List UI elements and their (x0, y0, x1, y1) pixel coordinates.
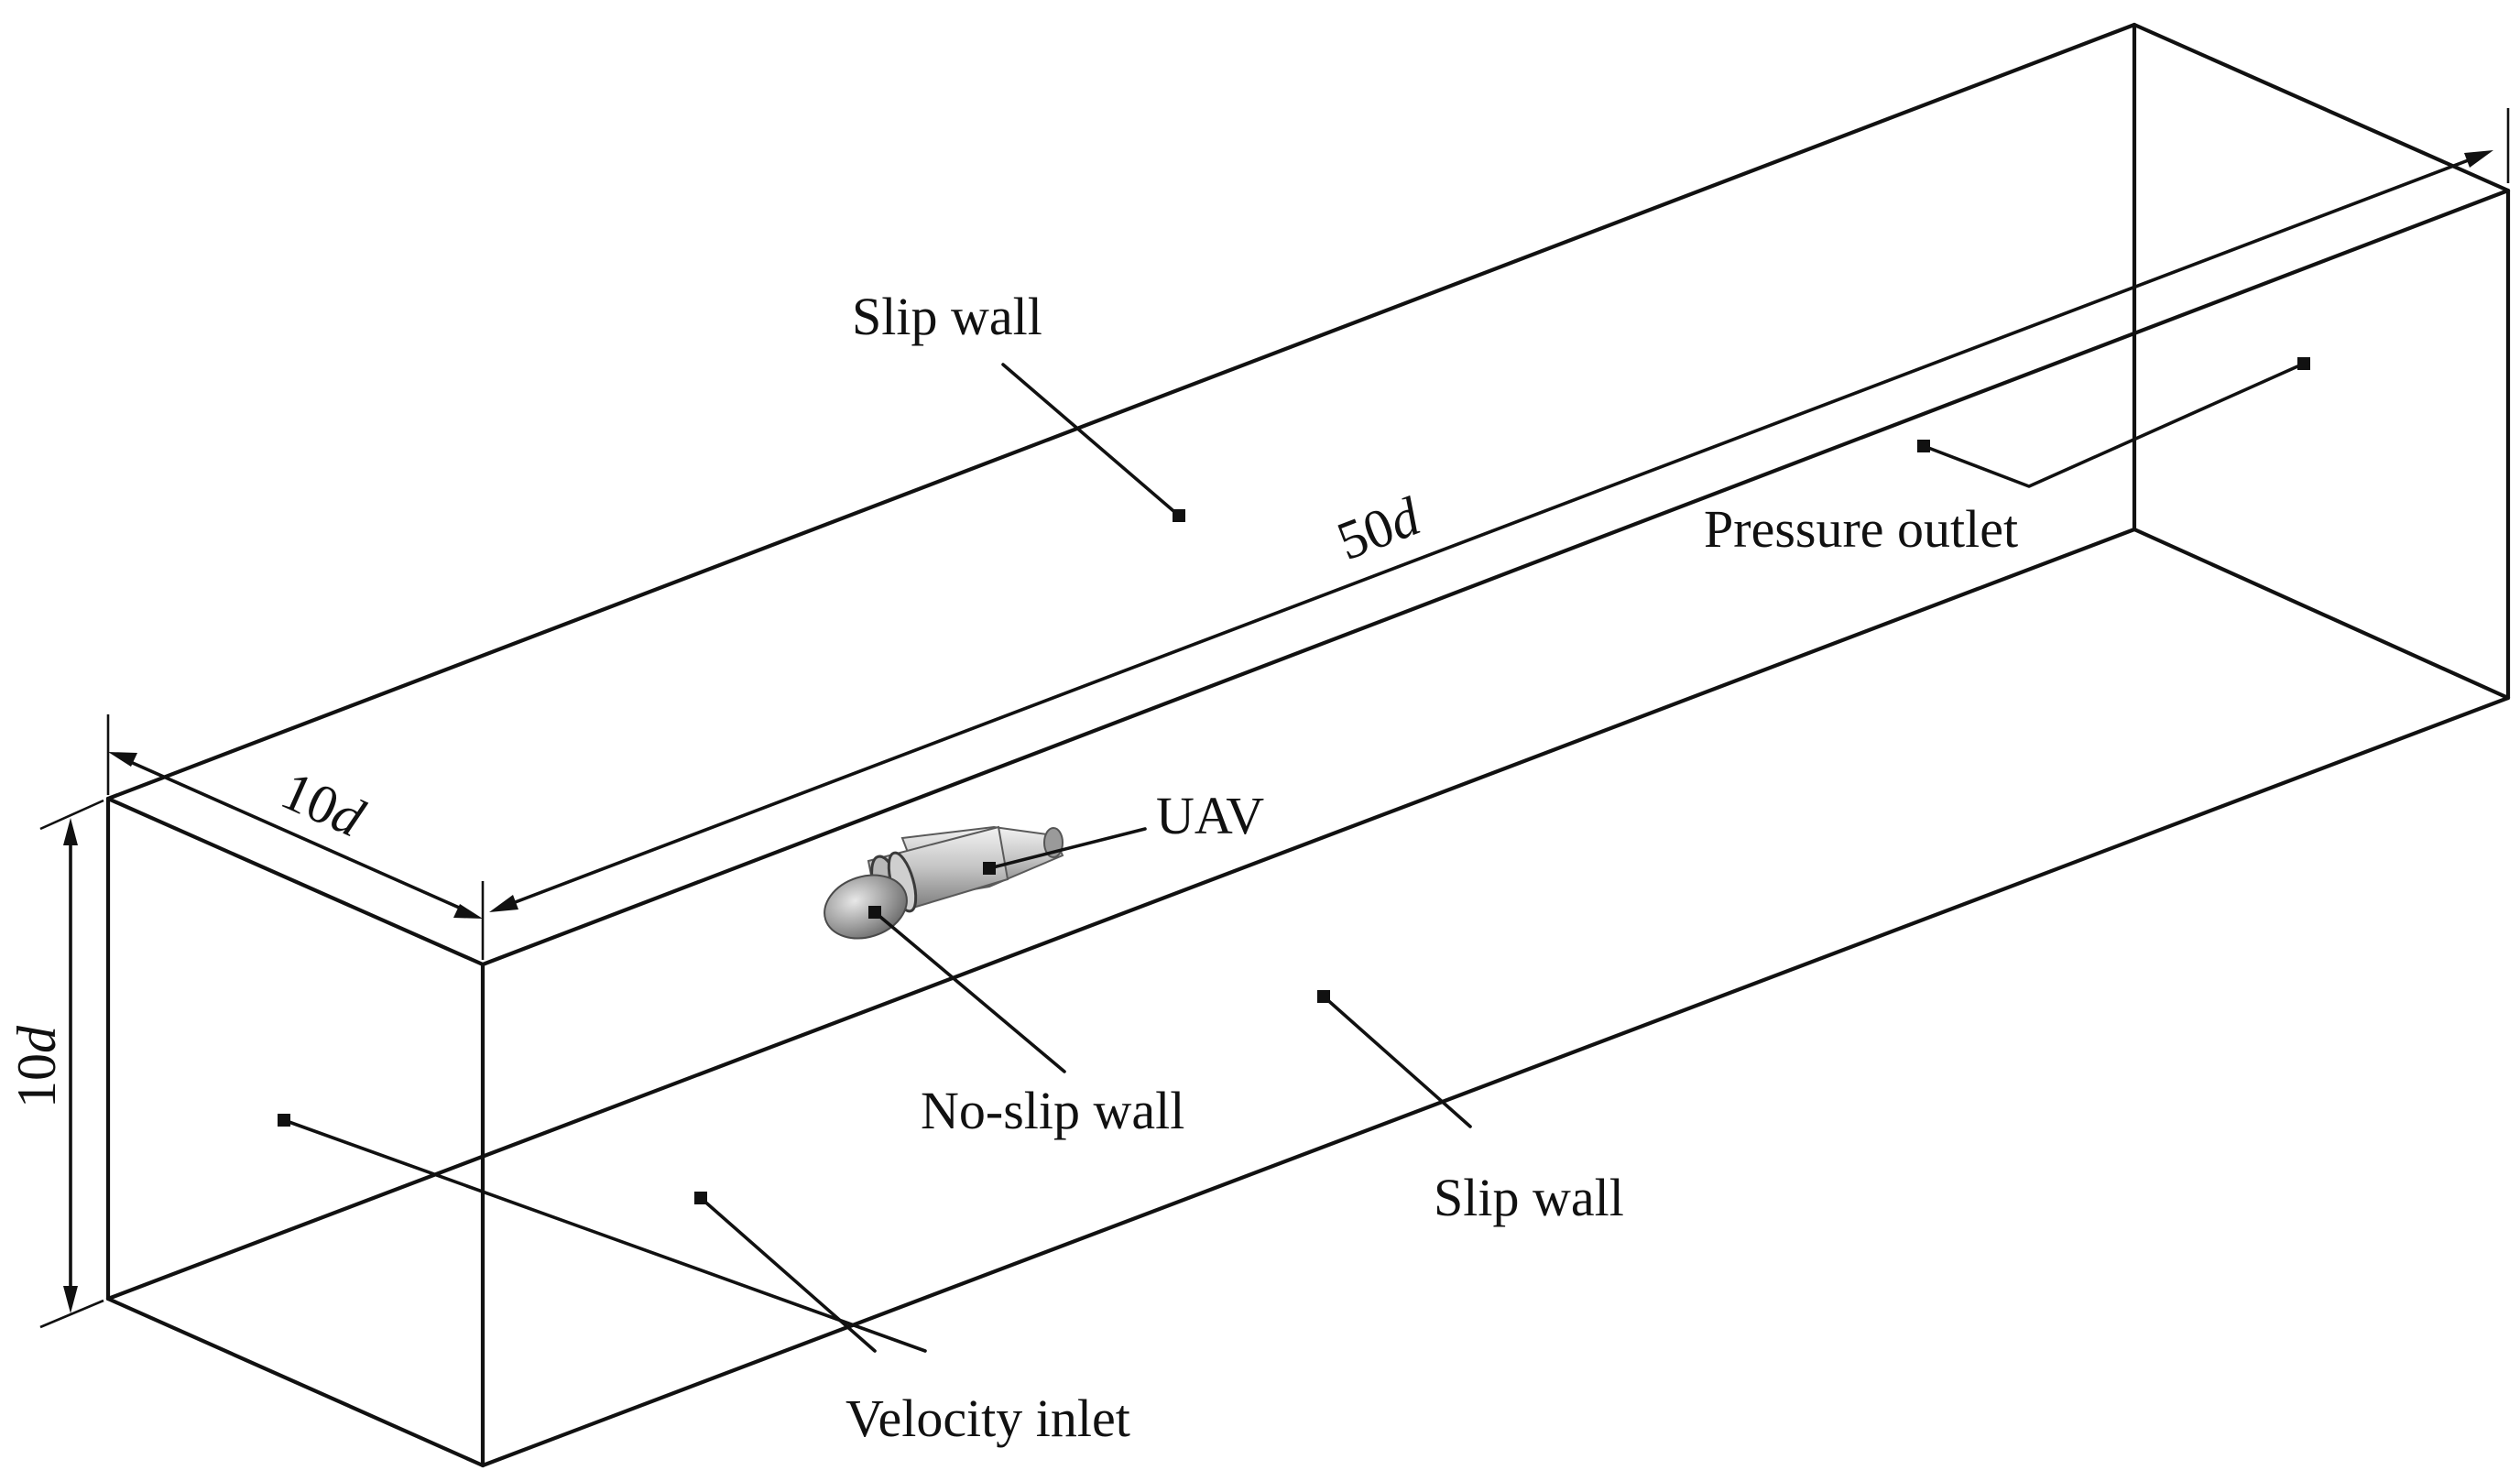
no-slip-wall-marker (868, 906, 881, 919)
length-dimension-label: 50d (1329, 485, 1429, 572)
velocity-inlet-leader-2 (699, 1196, 877, 1353)
pressure-outlet-label: Pressure outlet (1704, 499, 2018, 559)
slip-wall-side-label: Slip wall (1434, 1168, 1624, 1227)
width-dimension: 10d (106, 714, 485, 960)
width-dimension-label: 10d (273, 760, 374, 849)
height-extension-bottom (39, 1299, 104, 1329)
slip-wall-top-label: Slip wall (852, 287, 1042, 346)
uav-model (824, 825, 1064, 940)
no-slip-wall-leader (873, 910, 1066, 1073)
velocity-inlet-marker-2 (694, 1192, 707, 1204)
length-dimension: 50d (489, 108, 2510, 912)
velocity-inlet-leader-1 (282, 1118, 927, 1353)
top-front-edge (480, 188, 2511, 967)
pressure-outlet-leader (1922, 362, 2306, 488)
length-dimension-line (504, 155, 2480, 908)
width-arrow-right-icon (453, 904, 483, 919)
slip-wall-top-leader (1001, 363, 1181, 517)
uav-marker (983, 862, 996, 875)
height-extension-top (39, 799, 104, 831)
width-arrow-left-icon (108, 752, 137, 767)
height-dimension: 10d (6, 799, 104, 1329)
leaders (278, 357, 2310, 1353)
length-arrow-left-icon (489, 895, 518, 912)
pressure-outlet-marker-1 (1917, 440, 1930, 452)
domain-box (105, 22, 2511, 1468)
top-back-edge (105, 22, 2137, 801)
labels: Slip wall Pressure outlet UAV No-slip wa… (845, 287, 2018, 1448)
slip-wall-side-marker (1317, 990, 1330, 1003)
height-arrow-top-icon (63, 818, 78, 845)
height-arrow-bottom-icon (63, 1286, 78, 1313)
no-slip-wall-label: No-slip wall (921, 1081, 1184, 1140)
height-unit: d (6, 1025, 67, 1053)
width-dimension-line (125, 758, 467, 912)
pressure-outlet-marker-2 (2297, 357, 2310, 370)
outlet-face-edge-bottom (2132, 527, 2511, 701)
slip-wall-side-leader (1322, 995, 1472, 1128)
height-value: 10 (6, 1053, 67, 1108)
uav-label: UAV (1156, 786, 1264, 845)
velocity-inlet-label: Velocity inlet (845, 1388, 1130, 1448)
bottom-back-edge (105, 527, 2137, 1301)
height-dimension-label: 10d (6, 1025, 67, 1108)
slip-wall-top-marker (1173, 509, 1185, 522)
length-arrow-right-icon (2464, 150, 2493, 168)
outlet-face-edge-top (2132, 22, 2511, 193)
bottom-front-edge (480, 695, 2511, 1468)
velocity-inlet-marker-1 (278, 1114, 290, 1127)
inlet-face-edge-bottom (105, 1296, 485, 1468)
uav-leader (987, 827, 1147, 870)
inlet-face-edge-top (105, 796, 485, 967)
